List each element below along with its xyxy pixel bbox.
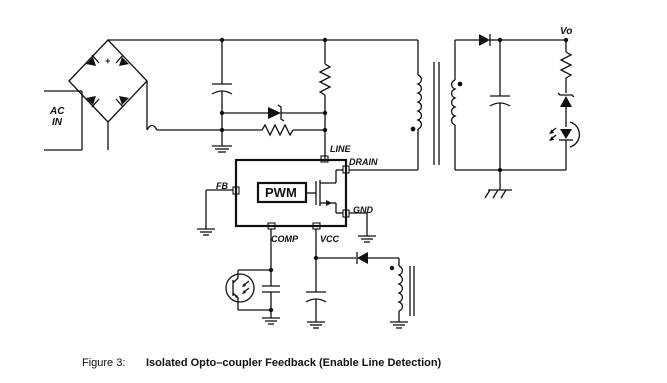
- gnd-pin-label: GND: [353, 205, 374, 215]
- bridge-diode-tr: [115, 54, 129, 66]
- pwm-block-label: PWM: [265, 185, 297, 200]
- opto-transistor: [225, 270, 255, 303]
- auxiliary-winding: [389, 265, 415, 329]
- vo-label: Vo: [560, 26, 572, 37]
- line-resistor: [318, 40, 332, 160]
- bridge-diode-bl: [86, 96, 100, 108]
- bridge-rectifier: +: [68, 39, 148, 123]
- ac-input-wires: [44, 90, 83, 151]
- bridge-diode-tl: [86, 54, 100, 66]
- secondary-output: [454, 34, 569, 199]
- drain-wire: [349, 129, 419, 171]
- bridge-plus-label: +: [105, 56, 111, 66]
- fb-ground: [197, 189, 233, 236]
- bulk-capacitor: [211, 40, 233, 153]
- lower-resistor: [222, 123, 325, 137]
- bridge-diode-br: [115, 96, 129, 108]
- transformer: [410, 62, 463, 165]
- fb-pin-label: FB: [216, 181, 228, 191]
- controller-ic: PWM: [232, 155, 350, 230]
- line-pin-label: LINE: [330, 144, 351, 154]
- vcc-network: [305, 229, 400, 329]
- comp-pin-label: COMP: [271, 234, 299, 244]
- top-rail: [108, 37, 419, 75]
- comp-network: [237, 229, 280, 325]
- ac-in-label-1: AC: [49, 106, 65, 117]
- gnd-ground: [349, 212, 376, 243]
- return-rail: [107, 81, 222, 150]
- figure-title: Isolated Opto–coupler Feedback (Enable L…: [146, 357, 442, 369]
- ac-in-label-2: IN: [52, 117, 63, 128]
- drain-pin-label: DRAIN: [349, 157, 378, 167]
- zener-clamp: [219, 104, 325, 122]
- vcc-pin-label: VCC: [320, 234, 340, 244]
- feedback-chain: [549, 40, 581, 170]
- figure-number: Figure 3:: [82, 357, 125, 369]
